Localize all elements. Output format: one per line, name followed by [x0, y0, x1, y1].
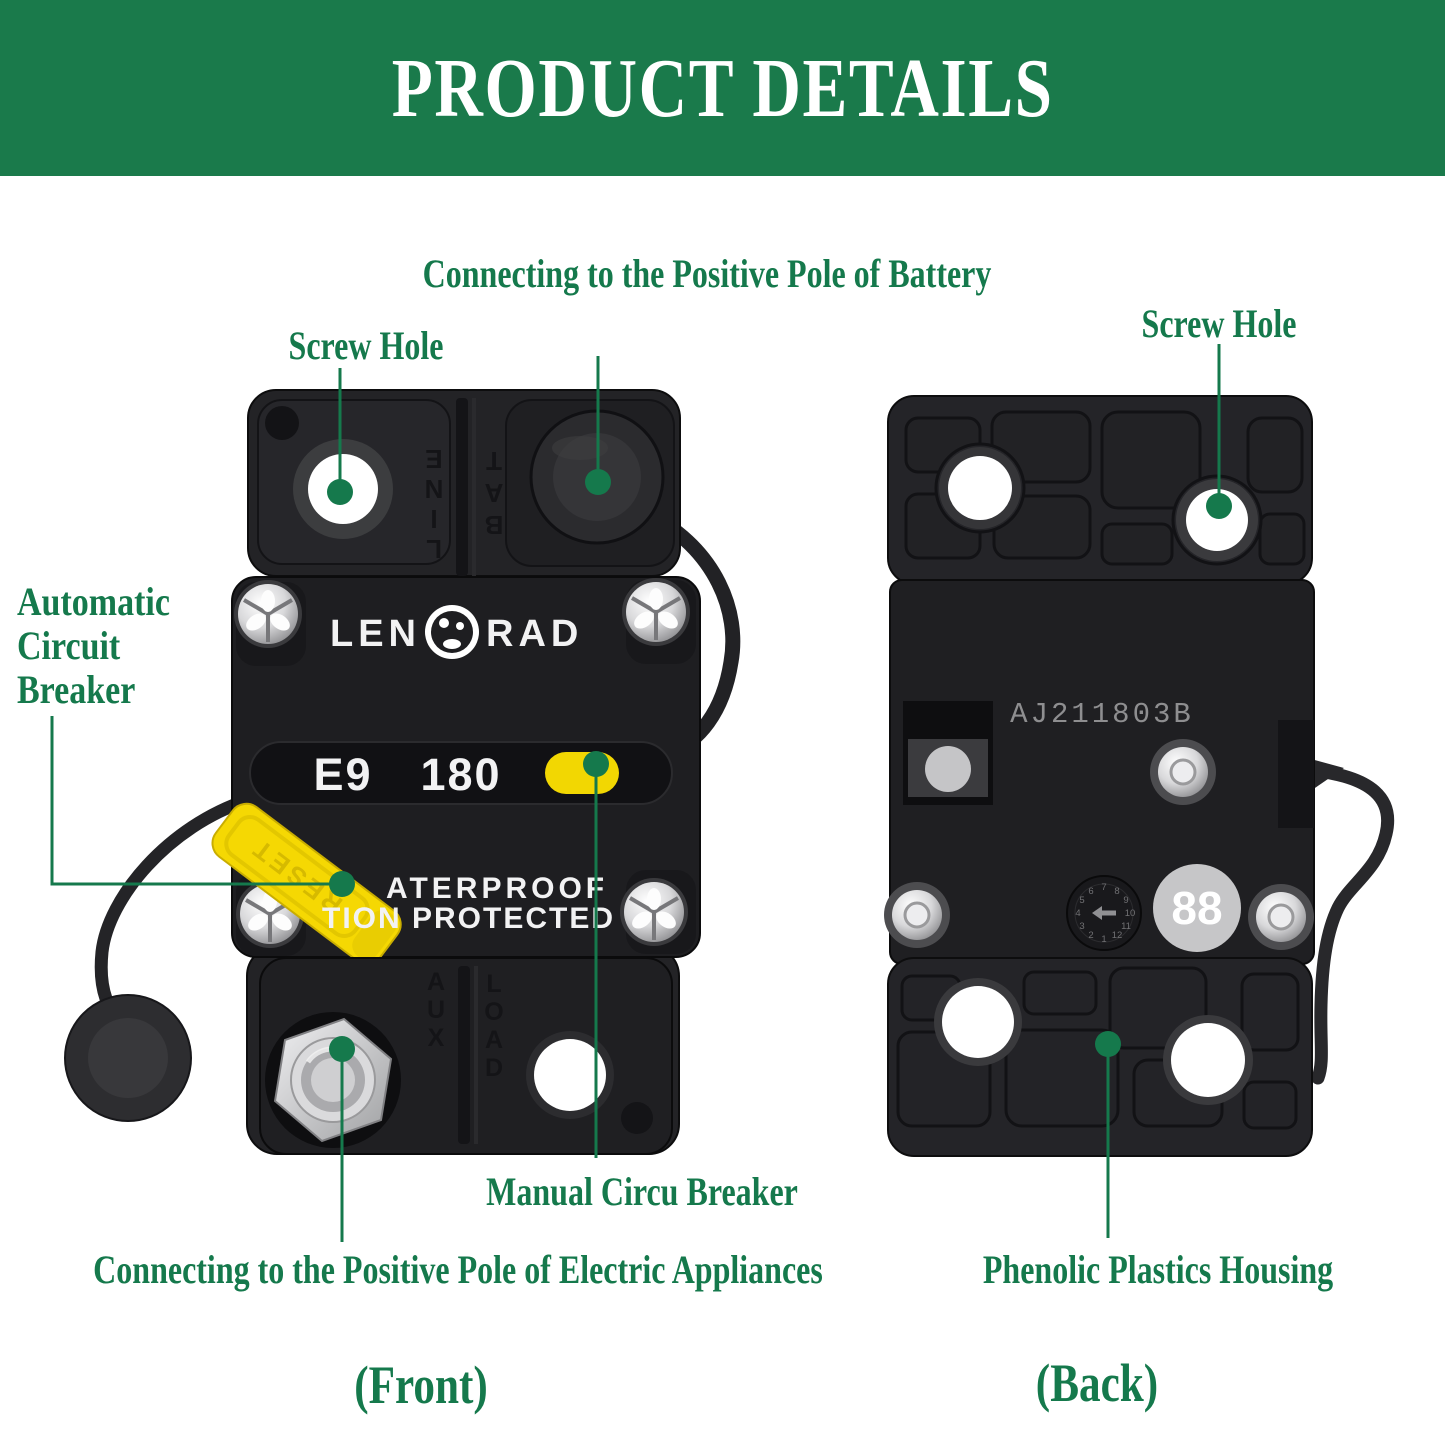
svg-text:I: I	[430, 504, 437, 534]
svg-text:12: 12	[1112, 930, 1123, 941]
front-view-caption: (Front)	[354, 1355, 488, 1415]
svg-text:3: 3	[1079, 921, 1084, 932]
front-screw-hole	[293, 439, 393, 539]
svg-text:8: 8	[1114, 886, 1119, 897]
automatic-breaker-line2: Circuit	[17, 623, 121, 668]
back-bottom-hole-left	[934, 978, 1022, 1066]
manual-breaker-callout-label: Manual Circu Breaker	[486, 1169, 798, 1214]
svg-text:1: 1	[1101, 934, 1106, 945]
header-banner: PRODUCT DETAILS	[0, 0, 1445, 176]
svg-text:N: N	[425, 474, 444, 504]
svg-text:A: A	[485, 1026, 503, 1054]
page-title: PRODUCT DETAILS	[391, 41, 1054, 135]
battery-callout-label: Connecting to the Positive Pole of Batte…	[422, 251, 992, 296]
svg-text:X: X	[428, 1024, 445, 1052]
front-top-mounting-plate: E N I L T A B	[247, 389, 681, 577]
stud-terminal-nut	[265, 1012, 401, 1148]
back-rivet-right-icon	[1246, 882, 1316, 952]
front-screw-bottom-right-icon	[618, 876, 690, 948]
back-terminal-module	[903, 701, 993, 805]
back-breaker: AJ211803B 4 5 6 7 8 9	[882, 395, 1395, 1157]
svg-text:L: L	[486, 970, 501, 998]
svg-text:O: O	[484, 998, 503, 1026]
automatic-breaker-line3: Breaker	[17, 667, 136, 712]
rating-strip: E9 180	[249, 741, 673, 805]
aux-terminal-label: A U X	[427, 968, 445, 1052]
svg-text:2: 2	[1088, 930, 1093, 941]
svg-text:88: 88	[1171, 882, 1222, 934]
svg-text:6: 6	[1088, 886, 1093, 897]
front-rubber-cap-loose	[64, 994, 192, 1122]
screw-hole-left-callout-label: Screw Hole	[288, 323, 444, 368]
ignition-protected-print: TION PROTECTED	[322, 902, 615, 935]
front-screw-top-right-icon	[620, 576, 692, 648]
back-bottom-mounting-plate	[887, 957, 1313, 1157]
phenolic-housing-callout-label: Phenolic Plastics Housing	[982, 1247, 1334, 1292]
svg-text:L: L	[426, 534, 442, 564]
svg-text:T: T	[486, 446, 502, 476]
stamp-badge: 88	[1153, 864, 1241, 952]
svg-text:LEN: LEN	[330, 613, 421, 655]
brand-logo: LEN RAD	[330, 605, 583, 659]
front-plate-corner-recess	[265, 406, 299, 440]
automatic-breaker-callout-label: Automatic Circuit Breaker	[17, 580, 170, 712]
svg-text:9: 9	[1123, 895, 1128, 906]
date-code-dial: 4 5 6 7 8 9 10 11 12 1 2 3	[1066, 875, 1142, 951]
svg-text:U: U	[427, 996, 445, 1024]
svg-text:10: 10	[1125, 908, 1136, 919]
dial-arrow-icon	[1092, 906, 1116, 920]
svg-text:4: 4	[1075, 908, 1080, 919]
bat-terminal-label: T A B	[484, 446, 503, 540]
back-view-caption: (Back)	[1035, 1353, 1159, 1413]
manual-trip-button	[545, 752, 619, 794]
back-bottom-hole-right	[1163, 1015, 1253, 1105]
back-main-body: AJ211803B 4 5 6 7 8 9	[882, 579, 1316, 965]
model-code: E9	[313, 749, 372, 800]
automatic-breaker-line1: Automatic	[17, 579, 170, 624]
svg-text:D: D	[485, 1054, 503, 1082]
front-breaker: E N I L T A B	[64, 389, 741, 1155]
battery-terminal-cap	[529, 409, 665, 545]
front-bottom-screw-hole	[526, 1031, 614, 1119]
back-screw-hole-left	[934, 442, 1026, 534]
front-block-corner-recess	[621, 1102, 653, 1134]
svg-text:E: E	[425, 444, 442, 474]
back-rivet-top-icon	[1148, 737, 1218, 807]
svg-text:5: 5	[1079, 895, 1084, 906]
svg-text:A: A	[484, 478, 503, 508]
front-screw-top-left-icon	[232, 578, 304, 650]
waterproof-print: ATERPROOF	[386, 872, 608, 905]
svg-text:RAD: RAD	[486, 613, 583, 655]
load-terminal-label: L O A D	[484, 970, 503, 1082]
screw-hole-right-callout-label: Screw Hole	[1141, 301, 1297, 346]
line-terminal-label: E N I L	[425, 444, 444, 564]
svg-text:11: 11	[1121, 921, 1131, 932]
back-screw-hole-right	[1171, 474, 1263, 566]
back-rivet-left-icon	[882, 880, 952, 950]
svg-text:7: 7	[1101, 882, 1106, 893]
amp-rating: 180	[420, 749, 501, 800]
serial-number: AJ211803B	[1010, 698, 1194, 731]
back-tether-cable	[1301, 763, 1395, 1085]
back-top-mounting-plate	[887, 395, 1313, 585]
front-lower-terminal-block: A U X L O A D	[259, 957, 673, 1155]
electric-appliances-callout-label: Connecting to the Positive Pole of Elect…	[93, 1247, 823, 1292]
svg-text:A: A	[427, 968, 445, 996]
svg-text:B: B	[485, 510, 504, 540]
brand-ball-icon	[425, 605, 479, 659]
